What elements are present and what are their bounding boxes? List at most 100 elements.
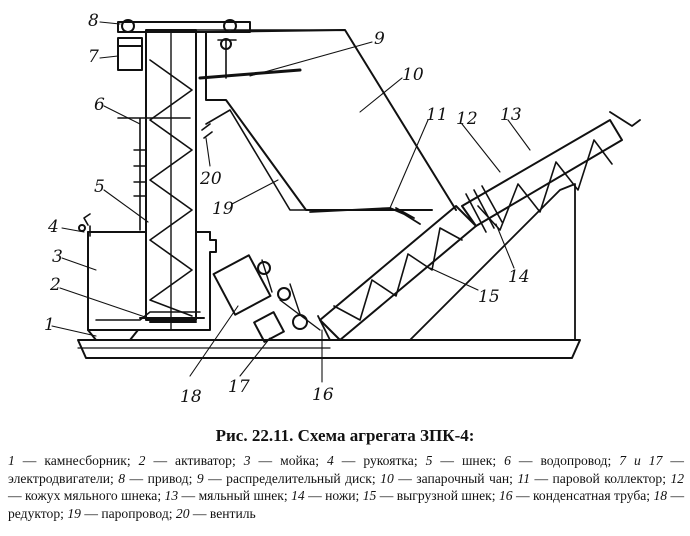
legend-item: 19 — паропровод; [67, 505, 173, 521]
legend-item-text: кожух мяльного шнека; [25, 488, 162, 503]
legend-item-text: активатор; [175, 453, 236, 468]
steam-pipe [205, 109, 307, 211]
legend-item-number: 7 и 17 [619, 453, 663, 468]
legend-item-text: вентиль [209, 505, 256, 521]
legend-item: 13 — мяльный шнек; [164, 488, 288, 503]
label-5: 5 [94, 177, 105, 197]
unloading-screw-casing [319, 205, 477, 341]
unloading-screw-flight [333, 227, 463, 321]
caption-legend: 1 — камнесборник; 2 — активатор; 3 — мой… [8, 452, 684, 522]
kneading-screw-casing [461, 119, 623, 227]
legend-item-text: мяльный шнек; [198, 488, 288, 503]
water-pipe [117, 117, 191, 231]
label-7: 7 [88, 47, 99, 67]
label-6: 6 [94, 95, 105, 115]
washer-tank [87, 231, 217, 331]
legend-item: 2 — активатор; [138, 453, 236, 468]
label-4: 4 [47, 217, 59, 237]
legend-item-number: 14 [291, 488, 305, 503]
legend-item: 3 — мойка; [243, 453, 319, 468]
legend-item-text: выгрузной шнек; [396, 488, 496, 503]
legend-item-text: водопровод; [540, 453, 612, 468]
label-17: 17 [228, 377, 250, 397]
legend-item-number: 2 [138, 453, 146, 468]
label-10: 10 [402, 65, 424, 85]
legend-item-number: 6 [504, 453, 511, 468]
steaming-vessel [205, 29, 457, 211]
legend-item-text: рукоятка; [363, 453, 418, 468]
steam-collector [309, 207, 421, 225]
label-15: 15 [478, 287, 500, 307]
caption-title: Рис. 22.11. Схема агрегата ЗПК-4: [215, 426, 475, 445]
legend-item: 18 — редуктор; [8, 488, 685, 521]
legend-item: 9 — распределительный диск; [196, 470, 376, 486]
legend-item: 15 — выгрузной шнек; [362, 488, 496, 503]
legend-item-number: 8 [118, 470, 126, 486]
label-14: 14 [508, 267, 530, 287]
legend-item-number: 13 [164, 488, 179, 503]
label-19: 19 [212, 199, 234, 219]
distribution-disc [198, 68, 302, 80]
legend-item-text: редуктор; [8, 505, 64, 521]
legend-item: 8 — привод; [118, 470, 193, 486]
stone-collector [87, 329, 139, 341]
legend-item-number: 4 [326, 453, 334, 468]
label-20: 20 [199, 169, 222, 189]
apparatus-diagram: 1 2 3 4 5 6 7 8 9 10 11 12 13 14 15 16 1… [44, 11, 641, 407]
legend-item-text: ножи; [325, 488, 360, 503]
legend-item-number: 15 [362, 488, 377, 503]
legend-item-number: 20 [175, 505, 190, 521]
valve [201, 123, 213, 139]
legend-item: 1 — камнесборник; [8, 453, 131, 468]
legend-item: 6 — водопровод; [504, 453, 612, 468]
legend-item: 7 и 17 — электродвигатели; [8, 453, 684, 486]
label-9: 9 [374, 29, 385, 49]
legend-item-number: 3 [243, 453, 251, 468]
handle [83, 213, 91, 237]
label-13: 13 [500, 105, 522, 125]
label-3: 3 [52, 247, 63, 267]
legend-item-text: шнек; [461, 453, 497, 468]
legend-item-number: 5 [425, 453, 433, 468]
legend-item: 10 — запарочный чан; [380, 470, 513, 486]
legend-item-number: 12 [670, 470, 685, 486]
kneading-screw-flight [477, 139, 613, 231]
legend-item-number: 1 [8, 453, 15, 468]
activator [139, 317, 205, 323]
legend-item-text: мойка; [280, 453, 319, 468]
motor-7 [117, 37, 143, 71]
support-frame [409, 183, 576, 341]
legend-item-number: 10 [380, 470, 394, 486]
knives [465, 185, 503, 233]
label-18: 18 [180, 387, 202, 407]
legend-item-text: паропровод; [101, 505, 173, 521]
legend-item: 20 — вентиль [175, 505, 256, 521]
legend-item-text: камнесборник; [44, 453, 131, 468]
legend-item-text: запарочный чан; [416, 470, 513, 486]
base-frame [77, 339, 581, 359]
legend-item: 4 — рукоятка; [326, 453, 418, 468]
label-16: 16 [312, 385, 334, 405]
legend-item-text: паровой коллектор; [552, 470, 666, 486]
label-12: 12 [456, 109, 478, 129]
motor-17 [253, 311, 285, 343]
legend-item: 14 — ножи; [291, 488, 360, 503]
legend-item: 5 — шнек; [425, 453, 497, 468]
legend-item: 16 — конденсатная труба; [498, 488, 651, 503]
label-8: 8 [88, 11, 99, 31]
legend-item-number: 9 [196, 470, 204, 486]
legend-item-text: распределительный диск; [226, 470, 376, 486]
legend-item-number: 16 [498, 488, 513, 503]
label-1: 1 [44, 315, 55, 335]
gearbox [212, 254, 272, 316]
legend-item-number: 11 [517, 470, 531, 486]
legend-item-number: 18 [653, 488, 668, 503]
legend-item-text: электродвигатели; [8, 470, 114, 486]
condensate-pipe [317, 315, 331, 341]
legend-item-text: конденсатная труба; [532, 488, 651, 503]
legend-item: 12 — кожух мяльного шнека; [8, 470, 685, 504]
legend-item-number: 19 [67, 505, 81, 521]
label-2: 2 [49, 275, 61, 295]
legend-item: 11 — паровой коллектор; [517, 470, 666, 486]
label-11: 11 [426, 105, 448, 125]
